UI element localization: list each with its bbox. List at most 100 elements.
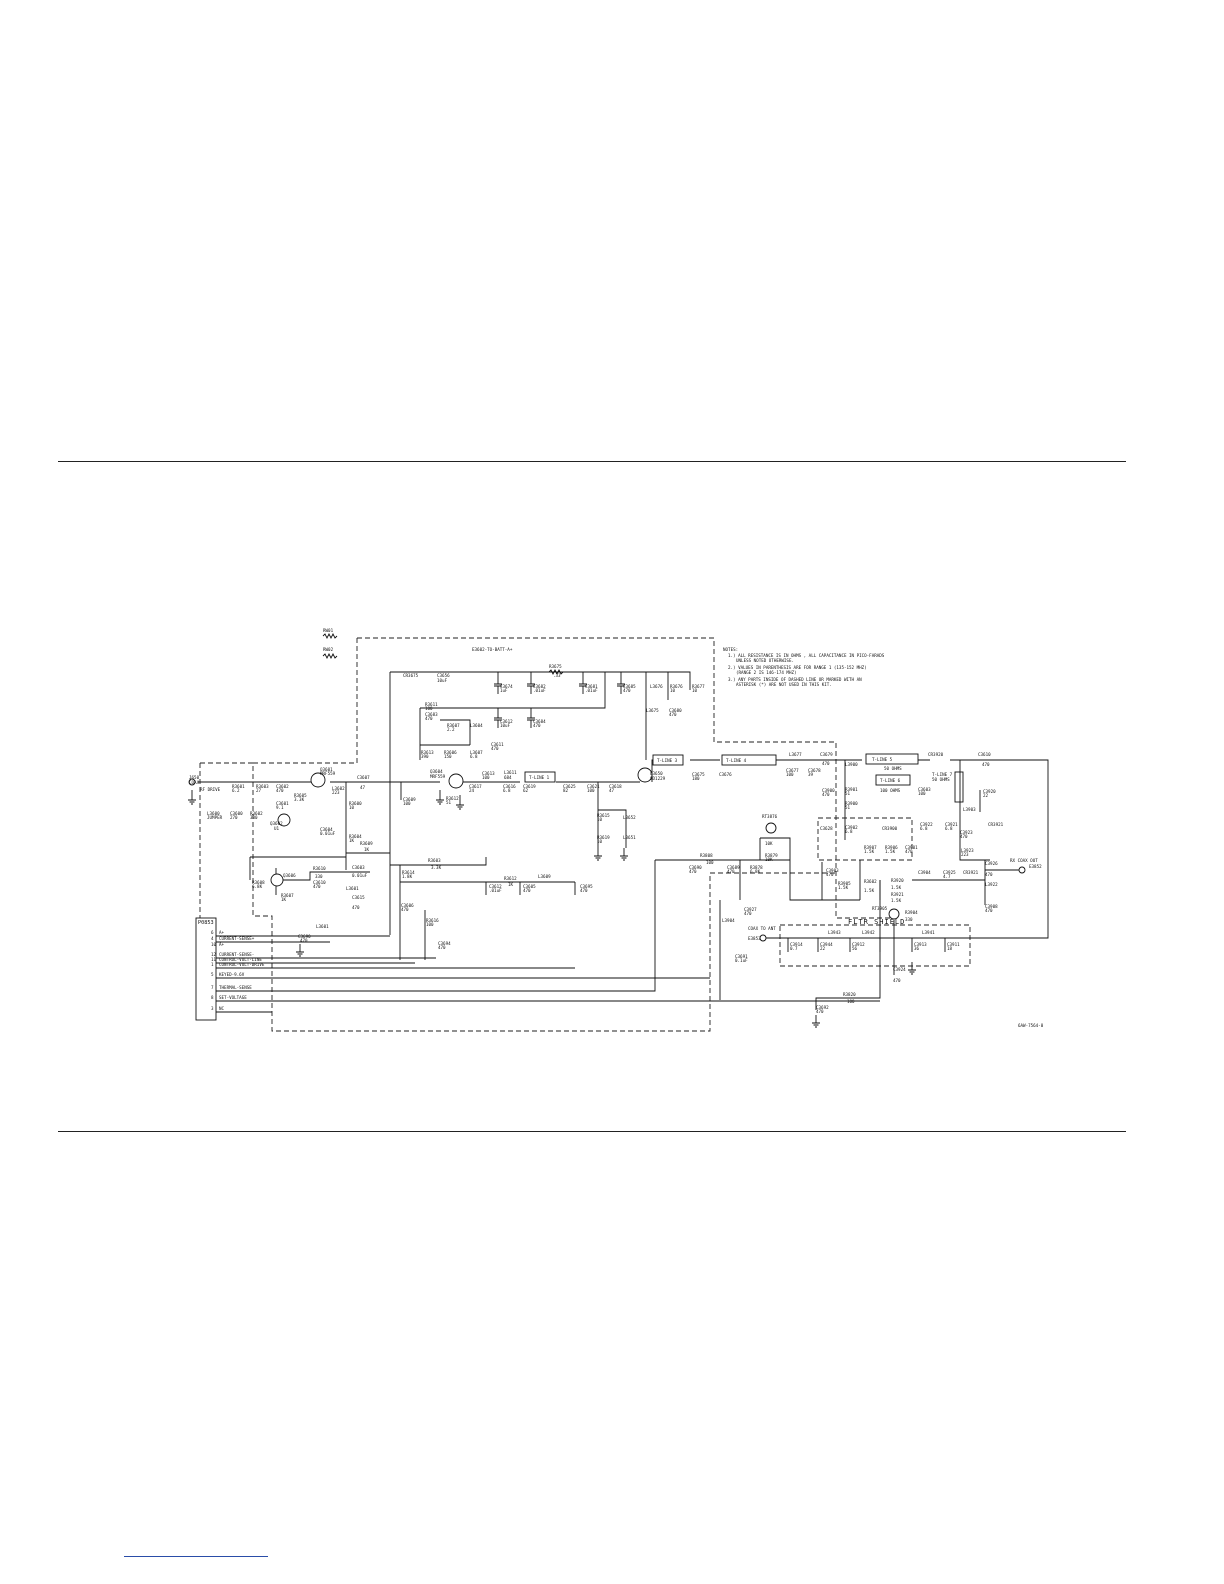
t-line-1-label: T-LINE 1	[529, 775, 550, 780]
r3907-label: R3907	[864, 845, 877, 850]
l3602-value: 223	[332, 790, 340, 795]
c3690b-value: 470	[300, 938, 308, 943]
r3603b-label: R3603	[428, 858, 441, 863]
c3612-value: 10uF	[500, 723, 511, 728]
c3610b-value: 470	[982, 762, 990, 767]
bottom-divider-line	[58, 1131, 1126, 1132]
t-line-5-box	[865, 753, 919, 765]
cr3900-label: CR3900	[882, 826, 898, 831]
c3923-value: 470	[960, 834, 968, 839]
l3941-label: L3941	[922, 930, 935, 935]
c3607-label: C3607	[357, 775, 370, 780]
c3695-value: 470	[580, 888, 588, 893]
c3613-value: 100	[482, 775, 490, 780]
c3605-label: C3605	[523, 884, 536, 889]
l3923-value: 223	[961, 852, 969, 857]
c3694-label: C3694	[438, 941, 451, 946]
c3903-label: C3903	[826, 868, 839, 873]
c3674-value: 1uF	[500, 688, 508, 693]
r3603-value: 27	[256, 788, 262, 793]
c3604-label: C3604	[320, 827, 333, 832]
lower-drive-wiring	[390, 857, 576, 960]
cr3675-label: CR3675	[403, 673, 419, 678]
q3650-collector-feed	[645, 672, 669, 760]
r3614-label: R3614	[402, 870, 415, 875]
q3606-label: Q3606	[283, 873, 296, 878]
c3922-label: C3922	[920, 822, 933, 827]
l3604-label: L3604	[470, 723, 483, 728]
l3922-label: L3922	[985, 882, 998, 887]
battery-label: E3602-TO-BATT-A+	[472, 647, 513, 652]
svg-text:UNLESS NOTED OTHERWISE.: UNLESS NOTED OTHERWISE.	[736, 658, 794, 663]
c3603-label: C3603	[352, 865, 365, 870]
c3944-label: C3944	[820, 942, 833, 947]
detector-block-outline	[817, 817, 913, 861]
c3684-label: C3684	[533, 719, 546, 724]
c3603b-label: C3603	[918, 787, 931, 792]
r3808-label: R3808	[700, 853, 713, 858]
excluded-parts-outline	[252, 637, 894, 1032]
c3690b-label: C3690	[298, 934, 311, 939]
c3900-value: 470	[822, 792, 830, 797]
svg-text:11: 11	[211, 957, 217, 962]
output-ref: E3852	[1029, 864, 1042, 869]
c3691-label: C3691	[735, 954, 748, 959]
svg-text:3.) ANY PARTS INSIDE OF DASHED: 3.) ANY PARTS INSIDE OF DASHED LINE OR M…	[728, 677, 862, 682]
r3907-value: 1.5K	[864, 849, 875, 854]
c3927-value: 470	[744, 911, 752, 916]
output-bias-wiring	[844, 760, 990, 861]
r3613-label: R3613	[421, 750, 434, 755]
r3879-value: 10K	[765, 857, 773, 862]
svg-text:1: 1	[211, 962, 214, 967]
r3605-value: 3.3K	[294, 797, 305, 802]
c3689-value: 470	[727, 869, 735, 874]
l3607-label: L3607	[470, 750, 483, 755]
c3902-label: C3902	[845, 825, 858, 830]
legend-rw02: RW02	[323, 647, 334, 652]
r3609-label: R3609	[360, 841, 373, 846]
rt3876-value: 10K	[765, 841, 773, 846]
r3607-label: R3607	[281, 893, 294, 898]
c3605-value: 470	[523, 888, 531, 893]
rt3905-thermistor-symbol	[888, 908, 900, 920]
c3625-label: C3625	[563, 784, 576, 789]
q3602-label: Q3602	[270, 821, 283, 826]
c3610-label: C3610	[313, 880, 326, 885]
input-label: COAX	[189, 780, 200, 785]
c3607-value: 47	[360, 785, 366, 790]
r3675-label: R3675	[549, 664, 562, 669]
svg-text:2.) VALUES IN PARENTHESIS ARE: 2.) VALUES IN PARENTHESIS ARE FOR RANGE …	[728, 665, 867, 670]
c3612b-value: .01uF	[489, 888, 502, 893]
legend-rw01: RW01	[323, 628, 334, 633]
l3652-label: L3652	[623, 815, 636, 820]
svg-text:8: 8	[211, 995, 214, 1000]
filter-shield-label: FLTR SHIELD	[848, 918, 905, 926]
c3925-value: 4.7	[943, 874, 951, 879]
r3615-label: R3615	[597, 813, 610, 818]
r3616-value: 100	[426, 922, 434, 927]
c3609-label: C3609	[403, 797, 416, 802]
c3621-label: C3621	[587, 784, 600, 789]
svg-text:THERMAL-SENSE: THERMAL-SENSE	[219, 985, 252, 990]
q3604-transistor-symbol	[448, 773, 464, 789]
r3602-label: R3602	[250, 811, 263, 816]
l3923-label: L3923	[961, 848, 974, 853]
figure-id: 6AW-7564-0	[1018, 1023, 1044, 1028]
c3694-value: 470	[438, 945, 446, 950]
svg-text:6: 6	[211, 930, 214, 935]
p0853-pins: 6 A+ 4 CURRENT-SENSE+ 10 A+ 12 CURRENT-S…	[211, 930, 265, 1011]
c3683-label: C3683	[425, 712, 438, 717]
svg-text:CONTROL-VOLT-DRIVE: CONTROL-VOLT-DRIVE	[219, 962, 265, 967]
c3674-label: C3674	[500, 684, 513, 689]
t-line-7-box	[954, 771, 964, 803]
r3906b-value: 1.5K	[864, 888, 875, 893]
c3912-label: C3912	[852, 942, 865, 947]
r3920-value: 1.5K	[891, 885, 902, 890]
l3900-label: L3900	[845, 762, 858, 767]
c3685-label: C3685	[623, 684, 636, 689]
c3922-value: 6.8	[920, 826, 928, 831]
r3879-label: R3879	[765, 853, 778, 858]
c3610-value: 470	[313, 884, 321, 889]
lower-dashed-boundary	[199, 762, 253, 1020]
